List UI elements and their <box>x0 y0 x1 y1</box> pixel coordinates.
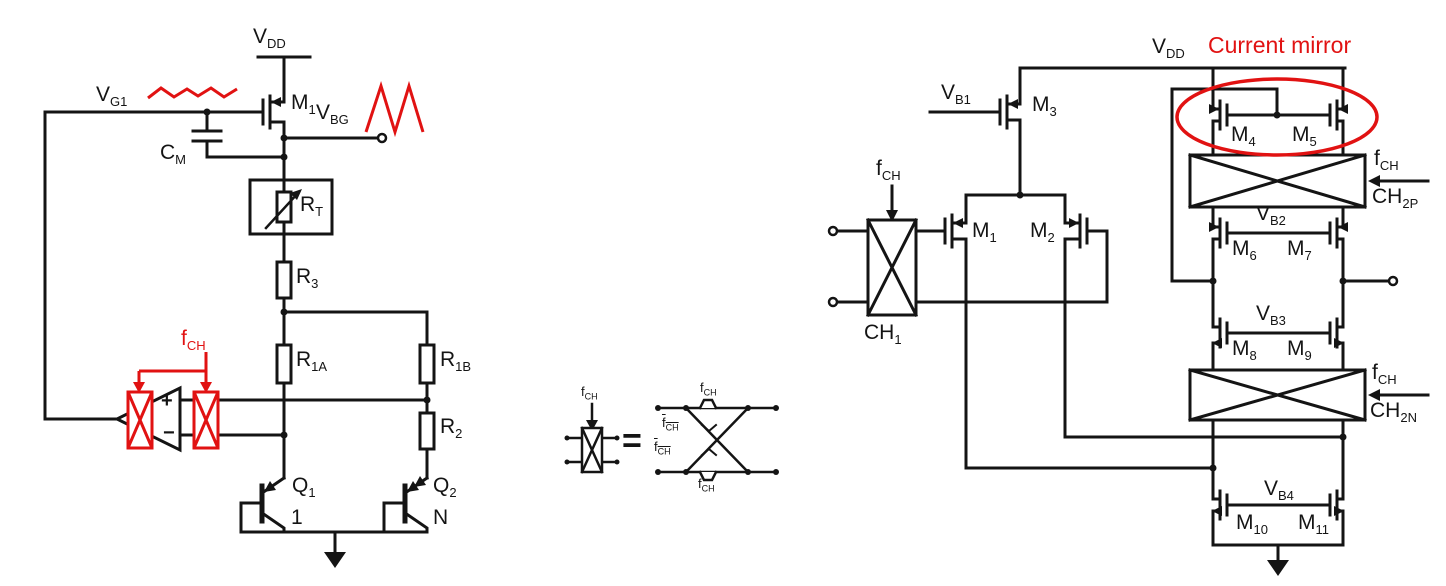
label-fch-left: fCH <box>181 327 206 354</box>
label-vg1: VG1 <box>96 83 128 110</box>
resistor-rt <box>248 178 334 264</box>
label-vb1: VB1 <box>941 81 971 108</box>
label-legend-fch: fCH <box>581 384 598 402</box>
chopper-legend <box>564 398 779 482</box>
chopper-ch1 <box>827 184 1109 318</box>
label-m4: M4 <box>1231 123 1256 150</box>
label-q1: Q1 <box>292 474 316 501</box>
label-vdd-left: VDD <box>253 25 286 52</box>
label-equals: = <box>622 422 642 460</box>
label-r1a: R1A <box>296 348 328 375</box>
label-m10: M10 <box>1236 511 1268 538</box>
mosfet-m4 <box>1209 66 1229 157</box>
label-legend-fch-bar2: fCH <box>654 439 671 457</box>
label-m9: M9 <box>1287 337 1312 364</box>
mosfet-m10 <box>1211 418 1229 547</box>
label-m1-right: M1 <box>972 219 997 246</box>
label-vb3: VB3 <box>1256 302 1286 329</box>
ground-symbol-left <box>324 530 346 568</box>
junction-dots-right <box>1016 111 1347 472</box>
chopper-output <box>126 390 154 450</box>
chopper-ch2n <box>1188 368 1430 422</box>
label-fch-ch2p: fCH <box>1374 147 1399 174</box>
resistor-r2 <box>418 411 436 480</box>
current-mirror-ellipse <box>1175 77 1379 157</box>
resistor-r3 <box>275 260 293 314</box>
chopper-symbol <box>564 402 620 474</box>
label-amp-plus: + <box>161 390 173 412</box>
mosfet-m8 <box>1211 279 1229 372</box>
mosfet-m7 <box>1328 205 1348 283</box>
split-wire <box>282 310 429 347</box>
fch-clock-arrows <box>133 352 212 393</box>
junction-dots-left <box>203 108 431 439</box>
left-red-annotations <box>126 80 425 450</box>
label-r3: R3 <box>296 265 319 292</box>
label-ch2p: CH2P <box>1372 185 1419 212</box>
mosfet-m3 <box>998 66 1022 197</box>
label-q2: Q2 <box>433 474 457 501</box>
label-legend-fch-bottom: fCH <box>698 476 715 494</box>
label-m5: M5 <box>1292 123 1317 150</box>
label-fch-ch1: fCH <box>876 157 901 184</box>
feedback-wire <box>43 110 265 421</box>
label-m8: M8 <box>1232 337 1257 364</box>
vbg-terminal <box>376 132 388 144</box>
label-m3: M3 <box>1032 93 1057 120</box>
label-legend-fch-bar1: fCH <box>662 415 679 433</box>
left-bandgap-circuit <box>43 55 436 568</box>
label-vbg: VBG <box>316 101 349 128</box>
vdd-rail-left <box>256 55 312 104</box>
label-rt: RT <box>300 193 324 220</box>
amplifier-internal-circuit <box>827 66 1430 576</box>
bjt-q1 <box>239 475 287 534</box>
label-m7: M7 <box>1287 237 1312 264</box>
label-current-mirror: Current mirror <box>1208 32 1352 58</box>
label-m1: M1 <box>291 91 316 118</box>
chopper-input <box>192 390 220 450</box>
label-r1b: R1B <box>440 348 472 375</box>
mosfet-m2-right <box>1063 193 1345 439</box>
label-m2-right: M2 <box>1030 219 1055 246</box>
mosfet-m9 <box>1328 279 1345 372</box>
mosfet-m5 <box>1328 66 1348 157</box>
output-terminal <box>1387 275 1399 287</box>
label-vdd-right: VDD <box>1152 35 1185 62</box>
label-q2-ratio: N <box>433 506 449 529</box>
label-legend-fch-top: fCH <box>700 380 717 398</box>
label-vb4: VB4 <box>1264 477 1294 504</box>
label-cm: CM <box>160 141 187 168</box>
switch-network <box>655 398 779 482</box>
label-ch2n: CH2N <box>1370 399 1417 426</box>
ground-symbol-right <box>1267 543 1289 576</box>
capacitor-cm <box>191 110 286 159</box>
label-fch-ch2n: fCH <box>1372 361 1397 388</box>
mosfet-m6 <box>1209 205 1229 283</box>
label-r2: R2 <box>440 415 463 442</box>
label-ch1: CH1 <box>864 321 902 348</box>
vg1-ripple-waveform <box>147 86 238 100</box>
label-m6: M6 <box>1232 237 1257 264</box>
mosfet-m1 <box>261 94 286 194</box>
chopper-ch2p <box>1188 153 1430 209</box>
resistor-r1a <box>275 310 293 480</box>
label-vb2: VB2 <box>1256 202 1286 229</box>
vbg-triangle-waveform <box>364 80 425 138</box>
label-amp-minus: − <box>163 422 175 444</box>
label-q1-ratio: 1 <box>291 506 303 529</box>
mosfet-m1-right <box>914 193 1215 470</box>
label-m11: M11 <box>1298 511 1329 538</box>
bjt-q2 <box>382 475 430 534</box>
